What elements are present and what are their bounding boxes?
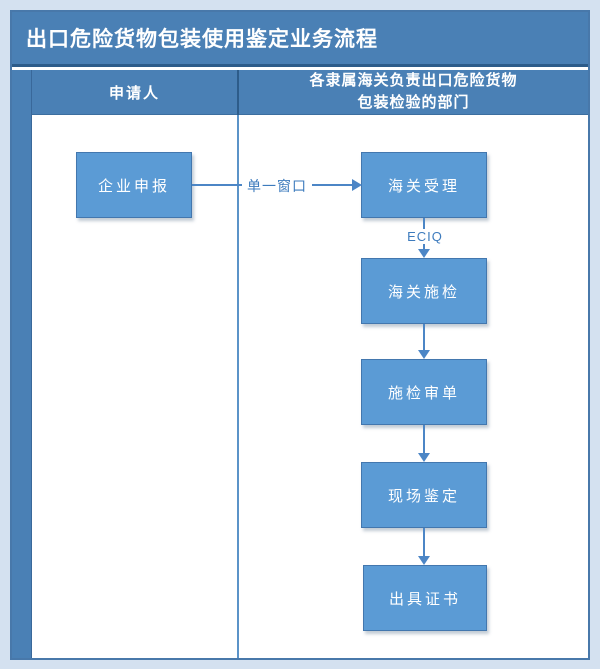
arrowhead-down-icon [418,350,430,359]
flow-node-onsite-identification: 现场鉴定 [361,462,487,528]
swimlane-spine [12,70,32,658]
arrowhead-right-icon [352,179,362,191]
arrowhead-down-icon [418,556,430,565]
flow-node-enterprise-declaration: 企业申报 [76,152,192,218]
node-label: 施检审单 [387,384,460,402]
connector-review-to-identification [423,425,425,455]
flow-node-inspection-review: 施检审单 [361,359,487,425]
lane-header-customs-department: 各隶属海关负责出口危险货物 包装检验的部门 [239,70,588,114]
lane-customs-label-line1: 各隶属海关负责出口危险货物 [309,72,518,90]
lane-header-applicant: 申请人 [32,70,237,114]
node-label: 海关施检 [387,283,460,301]
swimlane-header-row: 申请人 各隶属海关负责出口危险货物 包装检验的部门 [32,70,588,115]
lane-customs-label-line2: 包装检验的部门 [357,94,470,111]
arrowhead-down-icon [418,249,430,258]
flowchart-title: 出口危险货物包装使用鉴定业务流程 [26,28,378,51]
connector-inspection-to-review [423,324,425,352]
arrowhead-down-icon [418,453,430,462]
flowchart-title-band: 出口危险货物包装使用鉴定业务流程 [12,12,588,67]
flow-node-customs-acceptance: 海关受理 [361,152,487,218]
node-label: 海关受理 [387,177,460,195]
node-label: 出具证书 [388,590,461,608]
node-label: 现场鉴定 [387,487,460,505]
edge-label-eciq: ECIQ [403,229,447,244]
lane-applicant-label: 申请人 [108,84,160,102]
connector-identification-to-certificate [423,528,425,558]
node-label: 企业申报 [97,177,170,195]
edge-label-single-window: 单一窗口 [242,176,312,196]
flow-node-issue-certificate: 出具证书 [363,565,487,631]
lane-divider-body-segment [237,115,239,658]
lane-divider-header-segment [237,70,239,115]
flowchart: 出口危险货物包装使用鉴定业务流程 申请人 各隶属海关负责出口危险货物 包装检验的… [10,10,590,660]
flow-node-customs-inspection: 海关施检 [361,258,487,324]
